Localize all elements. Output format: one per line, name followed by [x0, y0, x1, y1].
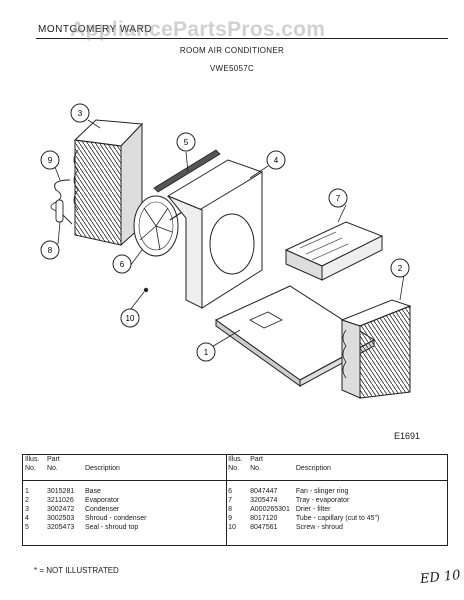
table-border-bottom: [22, 545, 448, 546]
capillary-tube-part: [50, 179, 73, 225]
watermark: AppliancePartsPros.com: [70, 18, 326, 41]
table-row: 4 3002503 Shroud - condenser 9 8017120 T…: [25, 515, 380, 522]
svg-text:10: 10: [126, 314, 135, 323]
table-row: 1 3015281 Base 6 8047447 Fan - slinger r…: [25, 488, 349, 495]
table-border-top: [22, 454, 448, 455]
fan-part: [133, 195, 189, 257]
exploded-parts-diagram: 3 5 4 7 9 8 6 2 10 1: [40, 103, 412, 399]
callout-4: 4: [266, 150, 286, 170]
evaporator-tray-part: [284, 221, 384, 281]
callout-8: 8: [40, 240, 60, 260]
callout-9: 9: [40, 150, 60, 170]
callout-10: 10: [120, 308, 140, 328]
table-border-left: [22, 454, 23, 545]
model-number: VWE5057C: [209, 64, 255, 73]
drier-filter-part: [55, 199, 64, 223]
page-title: ROOM AIR CONDITIONER: [179, 46, 285, 55]
svg-text:3: 3: [78, 109, 83, 118]
callout-7: 7: [328, 188, 348, 208]
svg-text:4: 4: [274, 156, 279, 165]
svg-text:7: 7: [336, 194, 341, 203]
table-border-right: [447, 454, 448, 545]
table-row: 5 3205473 Seal - shroud top 10 8047561 S…: [25, 524, 343, 531]
svg-text:5: 5: [184, 138, 189, 147]
shroud-screw-part: [143, 287, 149, 293]
svg-text:2: 2: [398, 264, 403, 273]
figure-id: E1691: [394, 431, 421, 441]
header-illus-no-right: Illus.No.: [228, 456, 243, 472]
table-divider: [226, 454, 227, 545]
condenser-shroud-part: [166, 159, 264, 309]
shroud-seal-part: [153, 149, 221, 193]
handwritten-note: ED 10: [419, 567, 462, 588]
footnote: * = NOT ILLUSTRATED: [34, 566, 119, 575]
table-header-rule: [22, 480, 448, 481]
svg-text:6: 6: [120, 260, 125, 269]
header-illus-no: Illus.No.: [25, 456, 40, 472]
callout-5: 5: [176, 132, 196, 152]
callout-6: 6: [112, 254, 132, 274]
callout-3: 3: [70, 103, 90, 123]
table-spacer: [22, 480, 448, 487]
brand-text: MONTGOMERY WARD: [38, 24, 152, 35]
svg-text:1: 1: [204, 348, 209, 357]
callout-2: 2: [390, 258, 410, 278]
condenser-part: [73, 119, 144, 247]
svg-text:9: 9: [48, 156, 53, 165]
header-description: Description: [84, 465, 120, 472]
table-row: 3 3002472 Condenser 8 A000265301 Drier -…: [25, 506, 331, 513]
header-rule: [36, 38, 448, 39]
header-description-right: Description: [295, 465, 331, 472]
evaporator-part: [340, 299, 412, 399]
callout-1: 1: [196, 342, 216, 362]
svg-text:8: 8: [48, 246, 53, 255]
table-row: 2 3211026 Evaporator 7 3205474 Tray - ev…: [25, 497, 350, 504]
